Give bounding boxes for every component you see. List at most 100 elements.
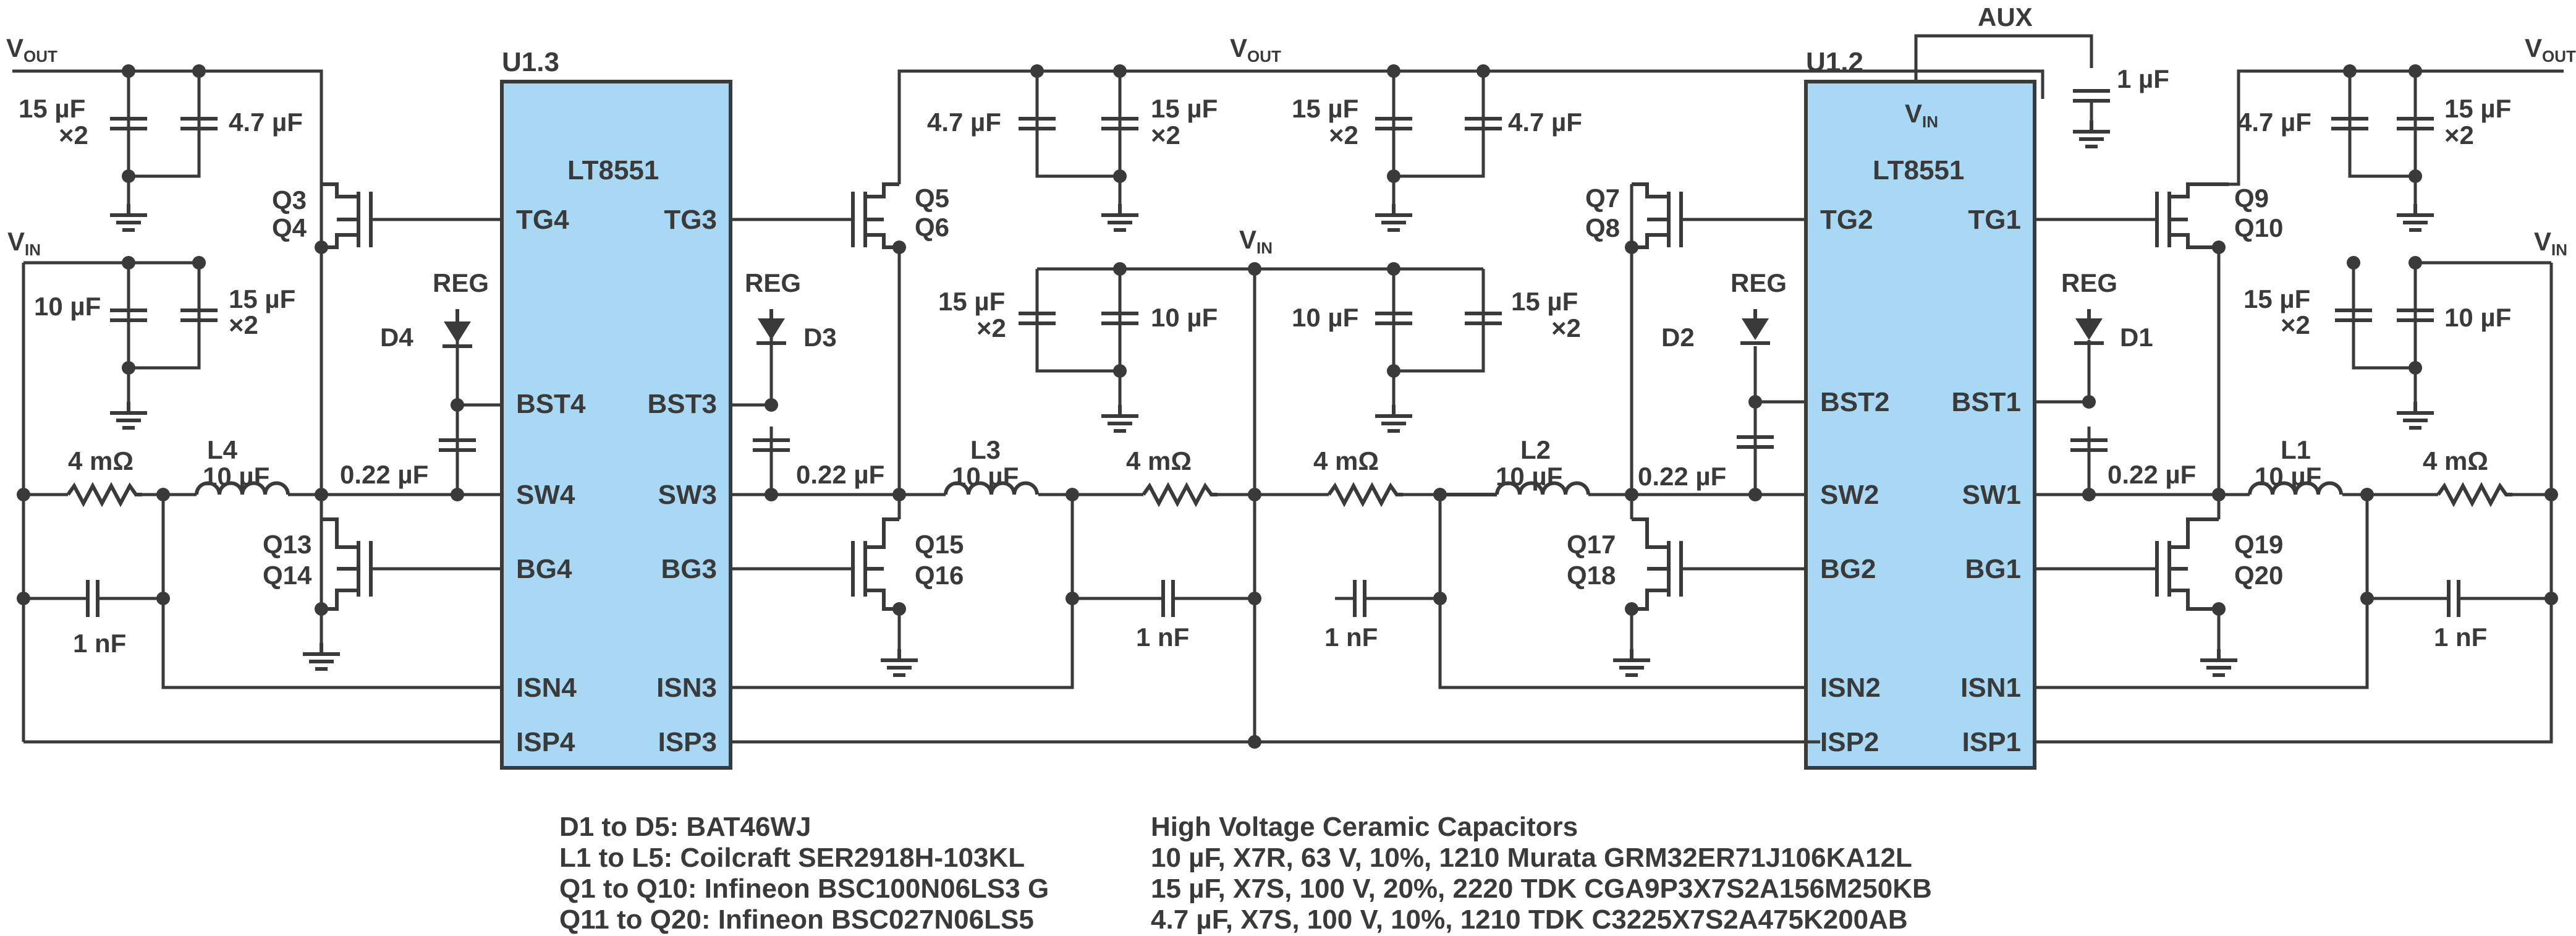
pin-sw4: SW4 bbox=[516, 480, 575, 510]
pin-isn2: ISN2 bbox=[1820, 673, 1881, 703]
label-x2: ×2 bbox=[977, 313, 1006, 342]
label-l1-value: 10 µF bbox=[2255, 462, 2321, 491]
pin-tg1: TG1 bbox=[1968, 205, 2021, 235]
component-labels: 15 µF ×2 4.7 µF 10 µF 15 µF ×2 Q3 Q4 REG… bbox=[19, 64, 2511, 658]
label-x2: ×2 bbox=[59, 121, 88, 150]
label-q14: Q14 bbox=[263, 561, 312, 590]
label-q18: Q18 bbox=[1567, 561, 1616, 590]
pin-bg1: BG1 bbox=[1965, 554, 2021, 584]
note-cap-4-7uf: 4.7 µF, X7S, 100 V, 10%, 1210 TDK C3225X… bbox=[1151, 904, 1908, 935]
ic-u1-3 bbox=[500, 80, 732, 770]
label-x2: ×2 bbox=[1329, 121, 1358, 150]
capacitors bbox=[88, 91, 2459, 617]
label-l2-value: 10 µF bbox=[1496, 462, 1562, 491]
label-c10uf: 10 µF bbox=[1151, 303, 1218, 332]
pin-bg3: BG3 bbox=[661, 554, 717, 584]
label-q15: Q15 bbox=[915, 530, 964, 559]
label-c15uf: 15 µF bbox=[1511, 287, 1578, 316]
label-q19: Q19 bbox=[2234, 530, 2283, 559]
pin-tg3: TG3 bbox=[664, 205, 717, 235]
ic-u1-2 bbox=[1804, 80, 2036, 770]
label-reg: REG bbox=[745, 268, 801, 297]
label-l4: L4 bbox=[207, 435, 238, 464]
pin-bst1: BST1 bbox=[1952, 387, 2021, 417]
label-c10uf: 10 µF bbox=[34, 292, 101, 321]
note-cap-15uf: 15 µF, X7S, 100 V, 20%, 2220 TDK CGA9P3X… bbox=[1151, 874, 1932, 904]
label-c1nf: 1 nF bbox=[2434, 623, 2487, 652]
pin-isp1: ISP1 bbox=[1962, 727, 2021, 757]
note-inductors: L1 to L5: Coilcraft SER2918H-103KL bbox=[559, 843, 1025, 873]
aux-label: AUX bbox=[1978, 2, 2033, 32]
label-q6: Q6 bbox=[915, 213, 949, 242]
diodes bbox=[443, 309, 2104, 348]
mosfets bbox=[321, 182, 2229, 611]
pin-bst4: BST4 bbox=[516, 389, 586, 419]
pin-isp2: ISP2 bbox=[1820, 727, 1879, 757]
label-reg: REG bbox=[2061, 268, 2117, 297]
label-d1: D1 bbox=[2120, 323, 2153, 352]
inductors bbox=[195, 481, 2343, 496]
note-caps-title: High Voltage Ceramic Capacitors bbox=[1151, 812, 1578, 842]
label-reg: REG bbox=[1731, 268, 1787, 297]
junction-dots bbox=[17, 64, 2558, 749]
u1-2-ref: U1.2 bbox=[1806, 47, 1863, 77]
label-q8: Q8 bbox=[1585, 213, 1620, 242]
vin-label-center: VIN bbox=[1239, 225, 1273, 257]
label-x2: ×2 bbox=[2444, 121, 2474, 150]
label-q10: Q10 bbox=[2234, 213, 2283, 242]
vin-label-right: VIN bbox=[2534, 227, 2567, 259]
label-c4-7uf: 4.7 µF bbox=[1508, 108, 1582, 137]
label-r4mohm: 4 mΩ bbox=[1126, 446, 1192, 475]
u1-2-vin-pin: VIN bbox=[1905, 99, 1938, 131]
label-c4-7uf: 4.7 µF bbox=[927, 108, 1001, 137]
label-x2: ×2 bbox=[229, 310, 258, 339]
pin-isp3: ISP3 bbox=[658, 727, 717, 757]
label-q3: Q3 bbox=[272, 185, 307, 215]
label-x2: ×2 bbox=[1151, 121, 1180, 150]
vin-label-left: VIN bbox=[7, 227, 41, 259]
label-c15uf: 15 µF bbox=[2444, 94, 2511, 123]
label-q5: Q5 bbox=[915, 184, 949, 213]
pin-tg2: TG2 bbox=[1820, 205, 1873, 235]
label-d2: D2 bbox=[1661, 323, 1695, 352]
label-q16: Q16 bbox=[915, 561, 964, 590]
label-l1: L1 bbox=[2281, 435, 2311, 464]
note-cap-10uf: 10 µF, X7R, 63 V, 10%, 1210 Murata GRM32… bbox=[1151, 843, 1912, 873]
label-c15uf: 15 µF bbox=[2243, 284, 2310, 313]
pin-sw1: SW1 bbox=[1962, 480, 2021, 510]
label-l3-value: 10 µF bbox=[952, 462, 1019, 491]
pin-sw2: SW2 bbox=[1820, 480, 1879, 510]
label-c10uf: 10 µF bbox=[1292, 303, 1358, 332]
label-c0-22uf: 0.22 µF bbox=[2108, 460, 2196, 489]
pin-bg2: BG2 bbox=[1820, 554, 1876, 584]
label-c15uf: 15 µF bbox=[938, 287, 1005, 316]
label-c1uf: 1 µF bbox=[2117, 64, 2169, 93]
label-l4-value: 10 µF bbox=[203, 462, 269, 491]
note-diodes: D1 to D5: BAT46WJ bbox=[559, 812, 811, 842]
label-d3: D3 bbox=[803, 323, 837, 352]
label-c15uf: 15 µF bbox=[1151, 94, 1218, 123]
wiring bbox=[12, 34, 2564, 744]
label-r4mohm: 4 mΩ bbox=[1313, 446, 1379, 475]
label-c15uf: 15 µF bbox=[19, 94, 85, 123]
label-q17: Q17 bbox=[1567, 530, 1616, 559]
u1-2-part: LT8551 bbox=[1873, 155, 1964, 185]
label-c10uf: 10 µF bbox=[2444, 303, 2511, 332]
label-reg: REG bbox=[433, 268, 489, 297]
label-x2: ×2 bbox=[1551, 313, 1581, 342]
vout-label-right: VOUT bbox=[2525, 33, 2576, 66]
pin-bst2: BST2 bbox=[1820, 387, 1889, 417]
label-c0-22uf: 0.22 µF bbox=[796, 460, 884, 489]
label-q20: Q20 bbox=[2234, 561, 2283, 590]
pin-isn4: ISN4 bbox=[516, 673, 577, 703]
label-r4mohm: 4 mΩ bbox=[68, 446, 133, 475]
pin-isn3: ISN3 bbox=[656, 673, 717, 703]
vout-label-left: VOUT bbox=[6, 33, 57, 66]
pin-isn1: ISN1 bbox=[1960, 673, 2021, 703]
note-mosfets-top: Q1 to Q10: Infineon BSC100N06LS3 G bbox=[559, 874, 1049, 904]
label-d4: D4 bbox=[380, 323, 413, 352]
label-c4-7uf: 4.7 µF bbox=[2237, 108, 2311, 137]
u1-3-ref: U1.3 bbox=[502, 47, 559, 77]
label-c0-22uf: 0.22 µF bbox=[340, 460, 428, 489]
